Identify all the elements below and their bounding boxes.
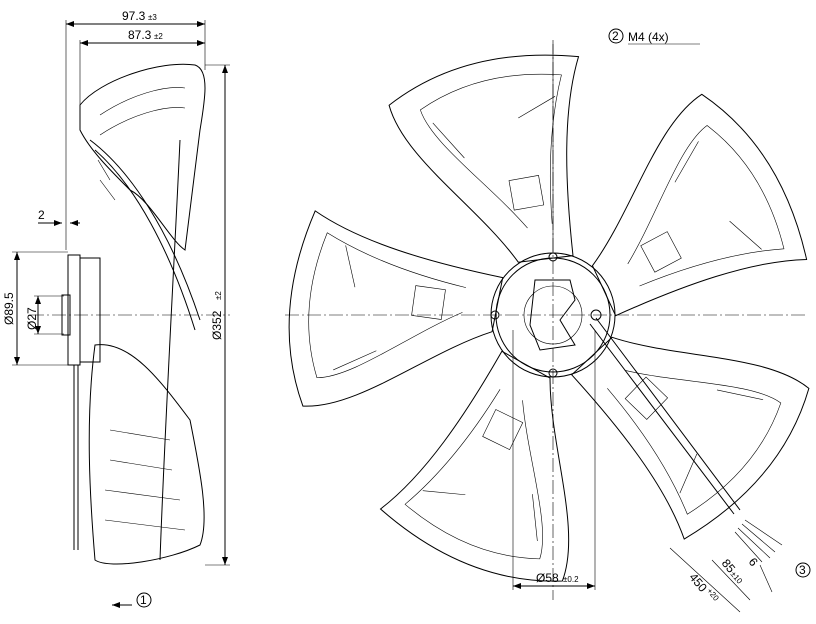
dim-bolt-circle: Ø58 <box>536 571 559 585</box>
dim-fan-diameter: Ø352 <box>210 310 224 340</box>
dim-blade-depth-tol: ±2 <box>154 32 163 41</box>
side-view: 97.3 ±3 87.3 ±2 2 Ø89.5 Ø27 Ø352 ±2 1 <box>2 9 230 608</box>
dim-bolt-circle-tol: ±0.2 <box>563 575 579 584</box>
dim-hub-diameter: Ø89.5 <box>2 292 16 325</box>
dim-overall-depth-tol: ±3 <box>148 13 157 22</box>
dim-wire-end: 6 <box>746 555 761 569</box>
thread-callout: M4 (4x) <box>628 30 669 44</box>
dim-blade-depth: 87.3 <box>128 28 152 42</box>
side-blade-upper <box>79 63 206 251</box>
thread-callout-circle <box>608 28 624 44</box>
fan-blade <box>379 350 570 582</box>
cable-callout: 3 <box>799 563 806 577</box>
airflow-callout-circle <box>136 592 152 608</box>
dim-bore-diameter: Ø27 <box>25 307 39 330</box>
fan-blade <box>388 54 580 263</box>
cable <box>589 317 741 515</box>
front-view: 2 M4 (4x) Ø58 ±0.2 450 +20 85 ±10 6 3 <box>285 28 811 613</box>
thread-callout-num: 2 <box>612 29 619 43</box>
dim-overall-depth: 97.3 <box>122 9 146 23</box>
dim-flange-offset: 2 <box>38 208 45 222</box>
fan-blade <box>591 93 808 317</box>
side-blade-lower <box>88 344 205 565</box>
dim-fan-diameter-tol: ±2 <box>214 291 223 300</box>
dim-cable-length-tol: +20 <box>705 586 721 603</box>
cable-callout-circle <box>795 562 811 578</box>
fan-blade <box>288 210 504 407</box>
airflow-callout: 1 <box>140 593 147 607</box>
cable-wires <box>734 519 783 563</box>
fan-blade <box>571 336 810 540</box>
